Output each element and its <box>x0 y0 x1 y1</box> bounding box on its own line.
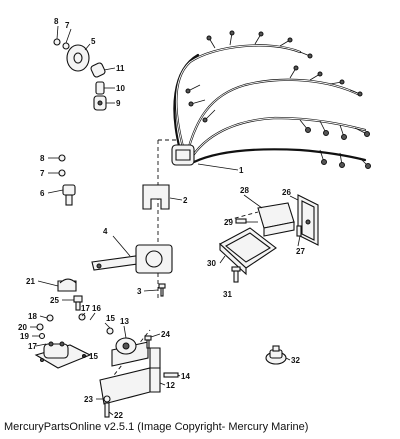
callout-7: 7 <box>40 169 45 178</box>
screw-14[interactable] <box>163 372 179 378</box>
grommet-5[interactable] <box>66 44 90 72</box>
module-28[interactable] <box>257 202 295 237</box>
callout-1: 1 <box>239 166 244 175</box>
callout-2: 2 <box>183 196 188 205</box>
screw-29[interactable] <box>235 218 247 224</box>
sender-6[interactable] <box>62 184 76 206</box>
callout-11: 11 <box>116 64 125 73</box>
callout-17: 17 <box>28 342 37 351</box>
callout-20: 20 <box>18 323 27 332</box>
callout-24: 24 <box>161 330 170 339</box>
callout-8: 8 <box>40 154 45 163</box>
wiring-harness[interactable] <box>171 30 371 169</box>
washer-20[interactable] <box>36 323 44 331</box>
solenoid-15[interactable] <box>34 341 92 369</box>
sensor-9[interactable] <box>93 95 107 111</box>
sleeve-10[interactable] <box>95 81 105 95</box>
washer-7-top[interactable] <box>62 42 70 50</box>
callout-27: 27 <box>296 247 305 256</box>
callout-25: 25 <box>50 296 59 305</box>
screw-3[interactable] <box>158 283 166 297</box>
callout-14: 14 <box>181 372 190 381</box>
callout-6: 6 <box>40 189 45 198</box>
washer-19[interactable] <box>38 332 46 340</box>
bracket-4[interactable] <box>91 244 173 274</box>
callout-26: 26 <box>282 188 291 197</box>
bolt-24[interactable] <box>144 335 152 349</box>
nut-8[interactable] <box>58 154 66 162</box>
callout-22: 22 <box>114 411 123 420</box>
callout-32: 32 <box>291 356 300 365</box>
solenoid-13[interactable] <box>111 337 149 367</box>
callout-30: 30 <box>207 259 216 268</box>
nut-8-top[interactable] <box>53 38 61 46</box>
clamp-21[interactable] <box>57 278 77 292</box>
callout-21: 21 <box>26 277 35 286</box>
callout-4: 4 <box>103 227 108 236</box>
screw-31[interactable] <box>231 266 241 283</box>
nut-15[interactable] <box>106 327 114 335</box>
callout-15-top: 15 <box>106 314 115 323</box>
washer-7[interactable] <box>58 169 66 177</box>
image-caption: MercuryPartsOnline v2.5.1 (Image Copyrig… <box>4 421 309 433</box>
callout-13: 13 <box>120 317 129 326</box>
callout-10: 10 <box>116 84 125 93</box>
sender-32[interactable] <box>265 345 287 365</box>
bolt-22[interactable] <box>104 402 110 418</box>
callout-15: 15 <box>89 352 98 361</box>
callout-28: 28 <box>240 186 249 195</box>
bracket-2[interactable] <box>142 184 170 210</box>
callout-23: 23 <box>84 395 93 404</box>
callout-5: 5 <box>91 37 96 46</box>
cap-11[interactable] <box>90 62 106 78</box>
screw-16[interactable] <box>73 295 83 311</box>
callout-19: 19 <box>20 332 29 341</box>
module-bracket-26[interactable] <box>297 194 319 246</box>
callout-9: 9 <box>116 99 121 108</box>
callout-17-top: 17 <box>81 304 90 313</box>
callout-16: 16 <box>92 304 101 313</box>
callout-18: 18 <box>28 312 37 321</box>
nut-18[interactable] <box>46 314 54 322</box>
nut-23[interactable] <box>103 395 111 403</box>
callout-3: 3 <box>137 287 142 296</box>
callout-12: 12 <box>166 381 175 390</box>
callout-31: 31 <box>223 290 232 299</box>
nut-17[interactable] <box>78 313 86 321</box>
callout-8-top: 8 <box>54 17 59 26</box>
callout-29: 29 <box>224 218 233 227</box>
screw-27[interactable] <box>296 225 302 237</box>
callout-7-top: 7 <box>65 21 70 30</box>
callout-labels: 1 2 3 4 5 6 7 7 8 8 9 10 11 12 13 14 15 … <box>18 17 305 420</box>
bracket-12[interactable] <box>99 347 161 405</box>
